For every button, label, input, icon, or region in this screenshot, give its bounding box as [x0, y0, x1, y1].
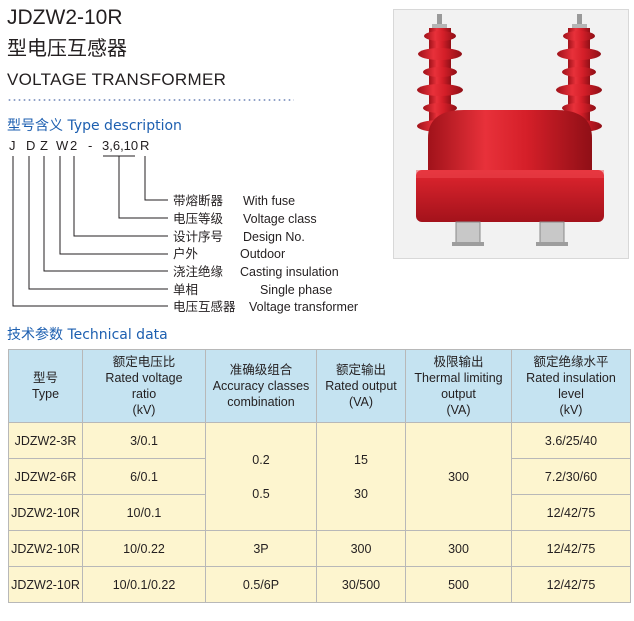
cell-type: JDZW2-10R — [8, 494, 83, 531]
column-header-output: 额定输出 Rated output (VA) — [316, 349, 406, 423]
cell-type: JDZW2-10R — [8, 566, 83, 603]
code-part-2: 2 — [70, 138, 78, 153]
code-part-z: Z — [40, 138, 48, 153]
cell-output-merged: 15 30 — [316, 422, 406, 531]
column-header-cn: 极限输出 — [433, 354, 484, 369]
model-title: JDZW2-10R — [7, 6, 123, 29]
legend-cn: 电压互感器 — [173, 299, 236, 314]
en-title: VOLTAGE TRANSFORMER — [7, 70, 227, 89]
legend-cn: 浇注绝缘 — [173, 264, 224, 279]
output-value: 15 — [354, 452, 368, 467]
legend-item: 电压等级 Voltage class — [173, 211, 393, 227]
legend-en: Voltage transformer — [249, 300, 359, 314]
code-leader-lines — [12, 155, 168, 307]
cell-accuracy-merged: 0.2 0.5 — [205, 422, 317, 531]
code-part-dash: - — [88, 138, 93, 153]
legend-en: With fuse — [243, 194, 296, 208]
cell-insulation: 12/42/75 — [511, 566, 631, 603]
table-header-row: 型号 Type 额定电压比 Rated voltage ratio (kV) 准… — [8, 349, 631, 423]
legend-item: 带熔断器 With fuse — [173, 193, 393, 209]
cell-output: 300 — [316, 530, 406, 567]
legend-item: 单相 Single phase — [173, 282, 393, 298]
legend-cn: 电压等级 — [173, 211, 224, 226]
cell-limit-merged: 300 — [405, 422, 512, 531]
accuracy-value: 0.5 — [252, 486, 270, 501]
column-header-insulation: 额定绝缘水平 Rated insulation level (kV) — [511, 349, 631, 423]
code-part-r: R — [140, 138, 150, 153]
legend-cn: 单相 — [173, 282, 199, 297]
cell-output: 30/500 — [316, 566, 406, 603]
legend-en: Design No. — [243, 230, 305, 244]
cell-ratio: 6/0.1 — [82, 458, 206, 495]
cell-type: JDZW2-3R — [8, 422, 83, 459]
cell-ratio: 10/0.1/0.22 — [82, 566, 206, 603]
column-header-en: (kV) — [132, 403, 156, 417]
cell-insulation: 3.6/25/40 — [511, 422, 631, 459]
legend-en: Single phase — [260, 283, 333, 297]
cell-ratio: 3/0.1 — [82, 422, 206, 459]
legend-item: 电压互感器 Voltage transformer — [173, 299, 393, 315]
legend-item: 浇注绝缘 Casting insulation — [173, 264, 393, 280]
legend-en: Outdoor — [240, 247, 286, 261]
legend-en: Voltage class — [243, 212, 317, 226]
column-header-en: combination — [227, 395, 295, 409]
column-header-cn: 额定绝缘水平 — [533, 354, 609, 369]
table-row: JDZW2-3R 3/0.1 0.2 0.5 15 30 300 3.6/25/… — [8, 422, 631, 531]
cell-ratio: 10/0.22 — [82, 530, 206, 567]
technical-data-heading: 技术参数 Technical data — [7, 327, 168, 343]
legend-cn: 设计序号 — [173, 229, 224, 244]
column-header-en: output — [441, 387, 476, 401]
cell-ratio: 10/0.1 — [82, 494, 206, 531]
cell-insulation: 7.2/30/60 — [511, 458, 631, 495]
column-header-en: (VA) — [348, 395, 374, 409]
cell-insulation: 12/42/75 — [511, 530, 631, 567]
dotted-divider — [7, 99, 294, 101]
column-header-en: Rated insulation — [526, 371, 616, 385]
column-header-ratio: 额定电压比 Rated voltage ratio (kV) — [82, 349, 206, 423]
cell-accuracy: 0.5/6P — [205, 566, 317, 603]
legend-cn: 带熔断器 — [173, 193, 224, 208]
code-part-w: W — [56, 138, 69, 153]
cell-insulation: 12/42/75 — [511, 494, 631, 531]
code-part-j: J — [9, 138, 16, 153]
table-row: JDZW2-10R 10/0.1/0.22 0.5/6P 30/500 500 … — [8, 566, 631, 603]
output-value: 30 — [354, 486, 368, 501]
cell-accuracy: 3P — [205, 530, 317, 567]
cell-type: JDZW2-10R — [8, 530, 83, 567]
column-header-cn: 额定电压比 — [112, 354, 176, 369]
column-header-en: Accuracy classes — [212, 379, 310, 393]
legend-item: 户外 Outdoor — [173, 246, 393, 262]
legend-en: Casting insulation — [240, 265, 339, 279]
column-header-cn: 型号 — [32, 370, 58, 385]
column-header-en: (VA) — [446, 403, 471, 417]
cn-title: 型电压互感器 — [7, 36, 127, 60]
column-header-en: ratio — [131, 387, 157, 401]
accuracy-value: 0.2 — [252, 452, 270, 467]
cell-limit: 500 — [405, 566, 512, 603]
product-photo — [393, 9, 629, 259]
column-header-en: level — [558, 387, 584, 401]
legend-cn: 户外 — [173, 246, 199, 261]
cell-type: JDZW2-6R — [8, 458, 83, 495]
column-header-cn: 额定输出 — [335, 362, 386, 377]
column-header-en: Rated output — [325, 379, 397, 393]
code-part-d: D — [26, 138, 36, 153]
legend-item: 设计序号 Design No. — [173, 229, 393, 245]
column-header-limit: 极限输出 Thermal limiting output (VA) — [405, 349, 512, 423]
column-header-en: Type — [31, 387, 60, 401]
technical-data-table: 型号 Type 额定电压比 Rated voltage ratio (kV) 准… — [8, 349, 631, 603]
cell-limit: 300 — [405, 530, 512, 567]
table-row: JDZW2-10R 10/0.22 3P 300 300 12/42/75 — [8, 530, 631, 567]
column-header-en: (kV) — [559, 403, 583, 417]
code-part-voltage: 3,6,10 — [102, 138, 139, 153]
table-row: JDZW2-10R 10/0.1 12/42/75 — [8, 494, 631, 531]
type-description-heading: 型号含义 Type description — [7, 118, 182, 134]
column-header-en: Thermal limiting — [414, 371, 503, 385]
voltage-transformer-image — [416, 14, 604, 246]
column-header-cn: 准确级组合 — [229, 362, 293, 377]
column-header-en: Rated voltage — [105, 371, 183, 385]
column-header-type: 型号 Type — [8, 349, 83, 423]
column-header-accuracy: 准确级组合 Accuracy classes combination — [205, 349, 317, 423]
